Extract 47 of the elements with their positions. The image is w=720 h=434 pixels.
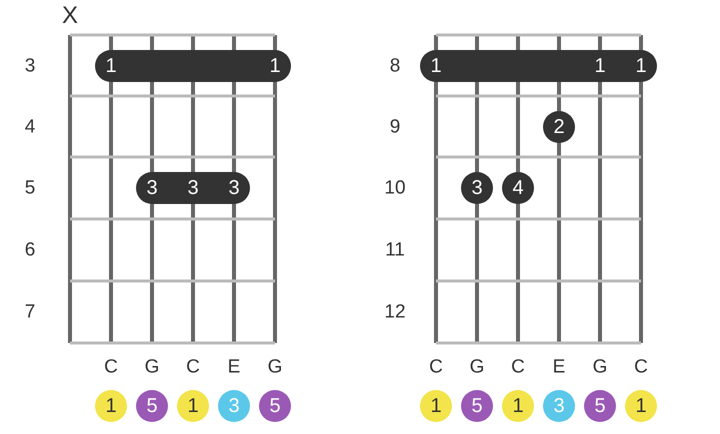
note-name: G [470, 358, 484, 376]
fret-number: 8 [390, 56, 400, 76]
interval-dot: 5 [259, 390, 291, 422]
fret-number: 6 [24, 240, 36, 260]
finger-number: 1 [635, 56, 647, 76]
note-name: C [186, 358, 200, 376]
interval-dot: 5 [584, 390, 616, 422]
note-name: C [429, 358, 443, 376]
muted-string-mark: X [62, 4, 78, 28]
note-name: G [144, 358, 160, 376]
note-name: E [552, 358, 566, 376]
fret-number: 4 [24, 118, 36, 136]
note-name: E [228, 358, 240, 376]
interval-dot: 1 [625, 390, 657, 422]
fret-number: 9 [390, 118, 400, 136]
finger-number: 3 [146, 178, 158, 198]
barre-bar [95, 50, 291, 82]
note-name: G [592, 358, 608, 376]
barre-bar [420, 50, 657, 82]
interval-dot: 5 [136, 390, 168, 422]
note-name: G [268, 358, 282, 376]
fret-number: 11 [385, 240, 405, 260]
finger-number: 3 [187, 178, 199, 198]
fret-number: 12 [384, 302, 406, 322]
interval-dot: 1 [177, 390, 209, 422]
interval-dot: 1 [95, 390, 127, 422]
interval-dot: 1 [420, 390, 452, 422]
finger-number: 1 [594, 56, 606, 76]
fret-number: 3 [24, 56, 36, 76]
fret-number: 10 [384, 178, 406, 198]
finger-number: 1 [269, 56, 281, 76]
interval-dot: 3 [543, 390, 575, 422]
note-name: C [511, 358, 525, 376]
note-name: C [634, 358, 648, 376]
interval-dot: 3 [218, 390, 250, 422]
finger-number: 3 [228, 178, 240, 198]
interval-dot: 1 [502, 390, 534, 422]
barre-bar [136, 172, 250, 204]
finger-dot: 3 [461, 172, 493, 204]
note-name: C [104, 358, 118, 376]
finger-number: 1 [430, 56, 442, 76]
finger-dot: 2 [543, 111, 575, 143]
finger-number: 1 [105, 56, 117, 76]
fret-number: 5 [24, 178, 36, 198]
fret-number: 7 [24, 302, 36, 322]
finger-dot: 4 [502, 172, 534, 204]
interval-dot: 5 [461, 390, 493, 422]
